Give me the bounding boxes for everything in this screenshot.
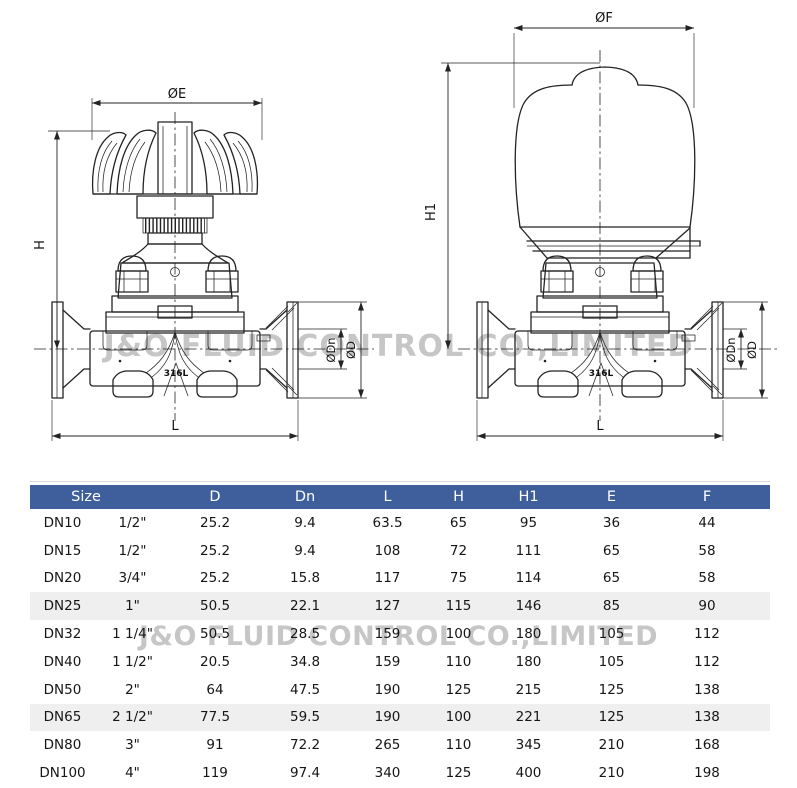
dim-od-label-left: ØD [344, 341, 358, 359]
col-header-dn: Dn [260, 485, 351, 509]
dim-od-label-right: ØD [745, 341, 759, 359]
col-header-h: H [425, 485, 493, 509]
dim-l-label-left: L [171, 419, 179, 434]
table-header-row: Size D Dn L H H1 E F [30, 485, 771, 509]
dim-h1-label: H1 [424, 203, 439, 221]
technical-drawings: 316L ØE H ØDn ØD L [33, 11, 780, 441]
pneumatic-valve-drawing: 316L ØF H1 ØDn ØD L [424, 11, 780, 441]
dimensions-right: ØF H1 ØDn ØD L [424, 11, 768, 441]
dim-of-label: ØF [595, 11, 613, 26]
col-header-h1: H1 [492, 485, 566, 509]
dim-l-label-right: L [596, 419, 604, 434]
dim-odn-label-right: ØDn [724, 337, 738, 362]
dimensions-left: ØE H ØDn ØD L [33, 87, 367, 441]
dim-odn-label-left: ØDn [324, 337, 338, 362]
material-label-left: 316L [164, 369, 189, 379]
col-header-f: F [658, 485, 771, 509]
material-label-right: 316L [589, 369, 614, 379]
handwheel [91, 121, 259, 195]
dim-h-label: H [33, 240, 48, 250]
actuator-dome [514, 66, 701, 259]
col-header-size: Size [30, 485, 171, 509]
manual-valve-drawing: 316L ØE H ØDn ØD L [33, 87, 374, 441]
col-header-e: E [565, 485, 659, 509]
col-header-l: L [350, 485, 426, 509]
dim-oe-label: ØE [168, 87, 186, 102]
col-header-d: D [170, 485, 261, 509]
